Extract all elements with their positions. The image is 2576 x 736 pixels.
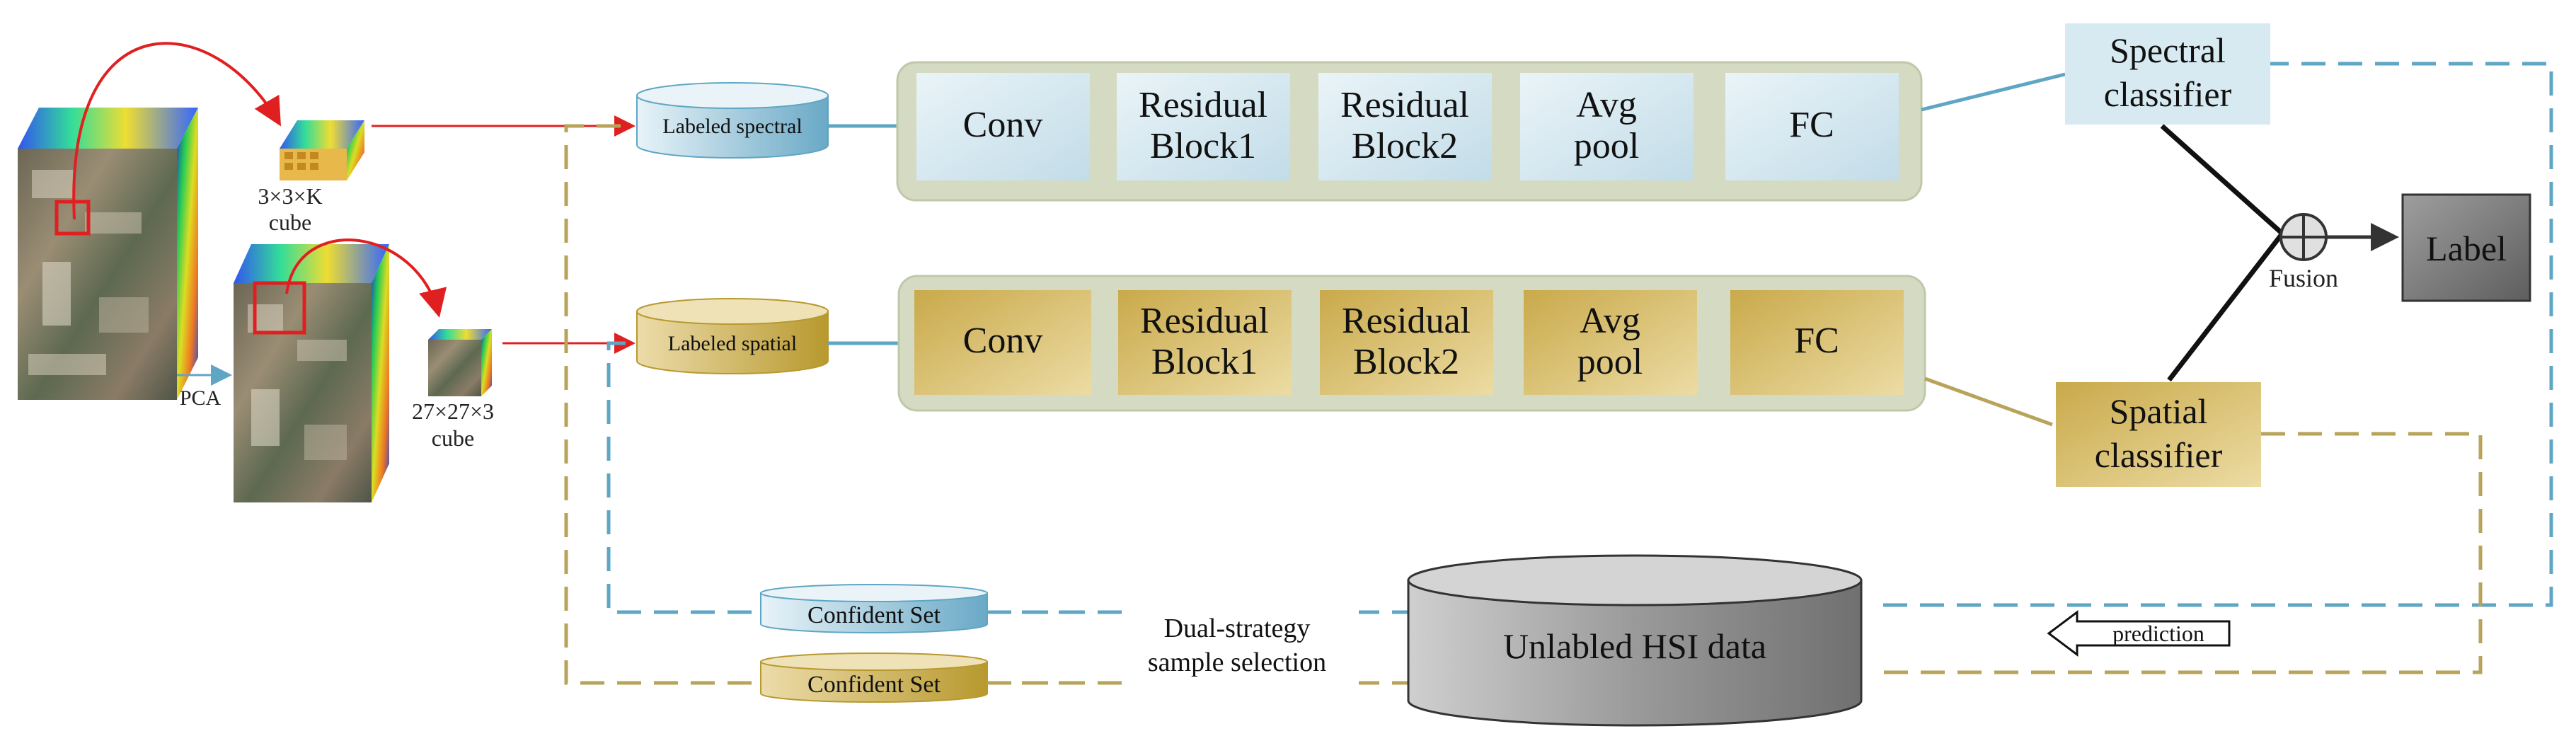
spectral-block-conv: Conv xyxy=(916,73,1090,180)
fusion-label: Fusion xyxy=(2269,264,2338,292)
confident-set-spatial: Confident Set xyxy=(760,652,988,703)
spatial-classifier-line2: classifier xyxy=(2095,435,2223,475)
large-cube-sub: cube xyxy=(432,425,474,451)
fusion-operator-icon xyxy=(2279,213,2328,261)
spatial-block-fc-label: FC xyxy=(1794,321,1839,361)
large-cube-label: 27×27×3 xyxy=(412,398,494,424)
hsi-cube-pca xyxy=(234,244,389,502)
spatial-block-conv-label: Conv xyxy=(963,321,1043,361)
connector-spatial-out xyxy=(1924,376,2053,427)
spatial-block-conv: Conv xyxy=(914,290,1091,395)
dual-strategy-bg xyxy=(1125,607,1359,685)
output-label-box: Label xyxy=(2401,193,2531,302)
spectral-block-fc: FC xyxy=(1725,73,1899,180)
labeled-spatial-cylinder: Labeled spatial xyxy=(636,298,829,374)
prediction-label: prediction xyxy=(2112,621,2204,646)
labeled-spectral-cylinder: Labeled spectral xyxy=(636,82,829,159)
confident-set-spectral: Confident Set xyxy=(760,584,988,633)
spectral-block-fc-label: FC xyxy=(1789,105,1834,145)
spectral-classifier-line2: classifier xyxy=(2104,74,2232,114)
spectral-block-conv-label: Conv xyxy=(963,105,1043,145)
fusion-line-spectral xyxy=(2160,124,2284,236)
spectral-classifier-line1: Spectral xyxy=(2110,30,2226,70)
dual-strategy-line2: sample selection xyxy=(1148,648,1326,677)
spectral-classifier: Spectral classifier xyxy=(2065,23,2270,125)
confident-set-spectral-label: Confident Set xyxy=(807,602,941,628)
unlabeled-hsi-label: Unlabled HSI data xyxy=(1503,626,1766,666)
hsi-cube-large xyxy=(18,108,198,400)
confident-set-spatial-label: Confident Set xyxy=(807,672,941,698)
spatial-classifier-line1: Spatial xyxy=(2110,391,2208,431)
connector-spectral-out xyxy=(1921,72,2066,112)
output-label: Label xyxy=(2426,229,2507,268)
extract-arrow-spatial xyxy=(285,238,447,318)
dual-strategy-line1: Dual-strategy xyxy=(1164,614,1311,643)
pca-label: PCA xyxy=(180,386,222,410)
small-cube-label: 3×3×K xyxy=(258,183,322,209)
labeled-spectral-label: Labeled spectral xyxy=(662,115,802,138)
extract-arrow-spectral xyxy=(72,42,281,220)
fusion-line-spatial xyxy=(2167,231,2284,382)
small-cube-sub: cube xyxy=(269,209,311,235)
prediction-arrow: prediction xyxy=(2047,610,2231,657)
spatial-classifier: Spatial classifier xyxy=(2056,382,2261,487)
labeled-spatial-label: Labeled spatial xyxy=(668,332,797,355)
spatial-block-fc: FC xyxy=(1730,290,1904,395)
small-spectral-cube xyxy=(280,120,364,180)
unlabeled-hsi-cylinder: Unlabled HSI data xyxy=(1407,554,1863,727)
small-spatial-cube xyxy=(428,329,492,396)
